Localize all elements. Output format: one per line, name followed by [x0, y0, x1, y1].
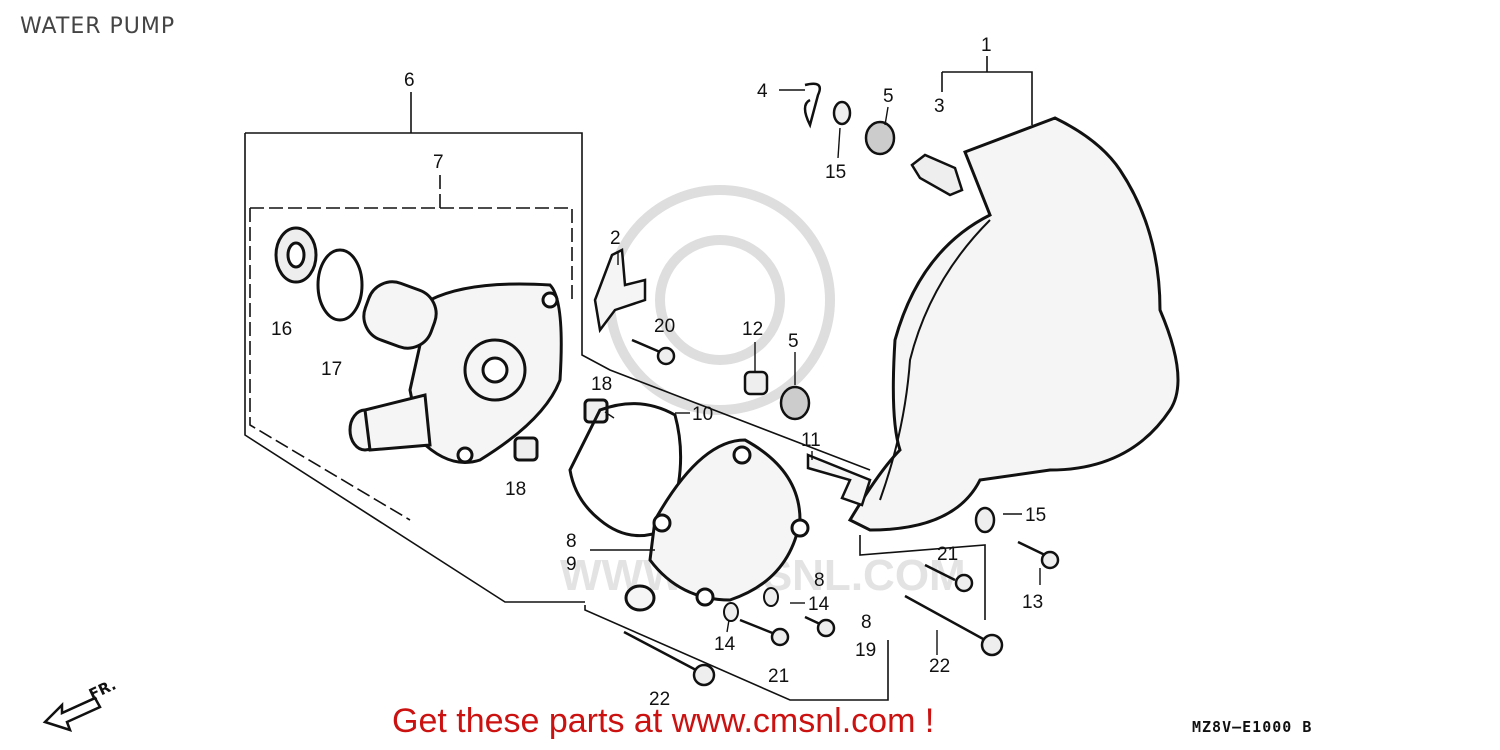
- callout-5: 5: [883, 86, 894, 107]
- callout-11: 11: [801, 430, 821, 451]
- group-bracket-1: [941, 56, 1033, 125]
- callout-14: 14: [714, 634, 736, 655]
- callouts: 1 2 3 4 5 5 6 7 8 8 8 9 10 11 12 13 14 1…: [271, 35, 1046, 710]
- callout-2: 2: [610, 228, 621, 249]
- callout-10: 10: [692, 404, 713, 425]
- promo-banner[interactable]: Get these parts at www.cmsnl.com !: [392, 702, 935, 740]
- callout-17: 17: [321, 359, 342, 380]
- callout-7: 7: [433, 152, 444, 173]
- diagram-code: MZ8V–E1000 B: [1192, 718, 1312, 736]
- bolts: [623, 338, 1060, 687]
- leader-lines: [590, 89, 1041, 655]
- callout-8: 8: [814, 570, 825, 591]
- page-title: WATER PUMP: [20, 14, 176, 39]
- front-label: FR.: [86, 676, 119, 704]
- dowel-pin: [583, 398, 609, 424]
- group-bracket-6: [244, 92, 871, 603]
- callout-14: 14: [808, 594, 830, 615]
- grommet: [779, 120, 896, 421]
- washer: [832, 100, 852, 126]
- callout-16: 16: [271, 319, 292, 340]
- callout-19: 19: [855, 640, 876, 661]
- callout-13: 13: [1022, 592, 1043, 613]
- callout-21: 21: [768, 666, 789, 687]
- callout-22: 22: [649, 689, 670, 710]
- callout-3: 3: [934, 96, 945, 117]
- hose-bracket: [593, 248, 647, 334]
- diagram-code-number: MZ8V–E1000: [1192, 718, 1293, 736]
- callout-8: 8: [861, 612, 872, 633]
- oil-seal: [274, 226, 318, 284]
- callout-8: 8: [566, 531, 577, 552]
- callout-15: 15: [1025, 505, 1046, 526]
- callout-18: 18: [591, 374, 612, 395]
- group-bracket-8: [584, 535, 986, 701]
- callout-12: 12: [742, 319, 763, 340]
- callout-4: 4: [757, 81, 768, 102]
- washer: [763, 587, 779, 607]
- collar-bolt: [910, 153, 964, 197]
- o-ring: [316, 248, 364, 322]
- group-bracket-7: [249, 175, 573, 521]
- callout-1: 1: [981, 35, 992, 56]
- water-pump-body: [348, 280, 563, 464]
- callout-9: 9: [566, 554, 577, 575]
- crankcase-cover: [847, 116, 1180, 532]
- washer: [723, 602, 739, 622]
- pump-cover: [624, 438, 810, 612]
- cover-bracket: [806, 453, 872, 507]
- callout-18: 18: [505, 479, 526, 500]
- callout-5: 5: [788, 331, 799, 352]
- front-direction-arrow: FR.: [42, 676, 119, 732]
- callout-15: 15: [825, 162, 846, 183]
- dowel-pin: [513, 436, 539, 462]
- hose-clip: [803, 82, 822, 129]
- callout-21: 21: [937, 544, 958, 565]
- callout-20: 20: [654, 316, 675, 337]
- callout-6: 6: [404, 70, 415, 91]
- diagram-revision: B: [1302, 718, 1313, 736]
- callout-22: 22: [929, 656, 950, 677]
- collar: [743, 370, 769, 396]
- washer: [974, 506, 996, 534]
